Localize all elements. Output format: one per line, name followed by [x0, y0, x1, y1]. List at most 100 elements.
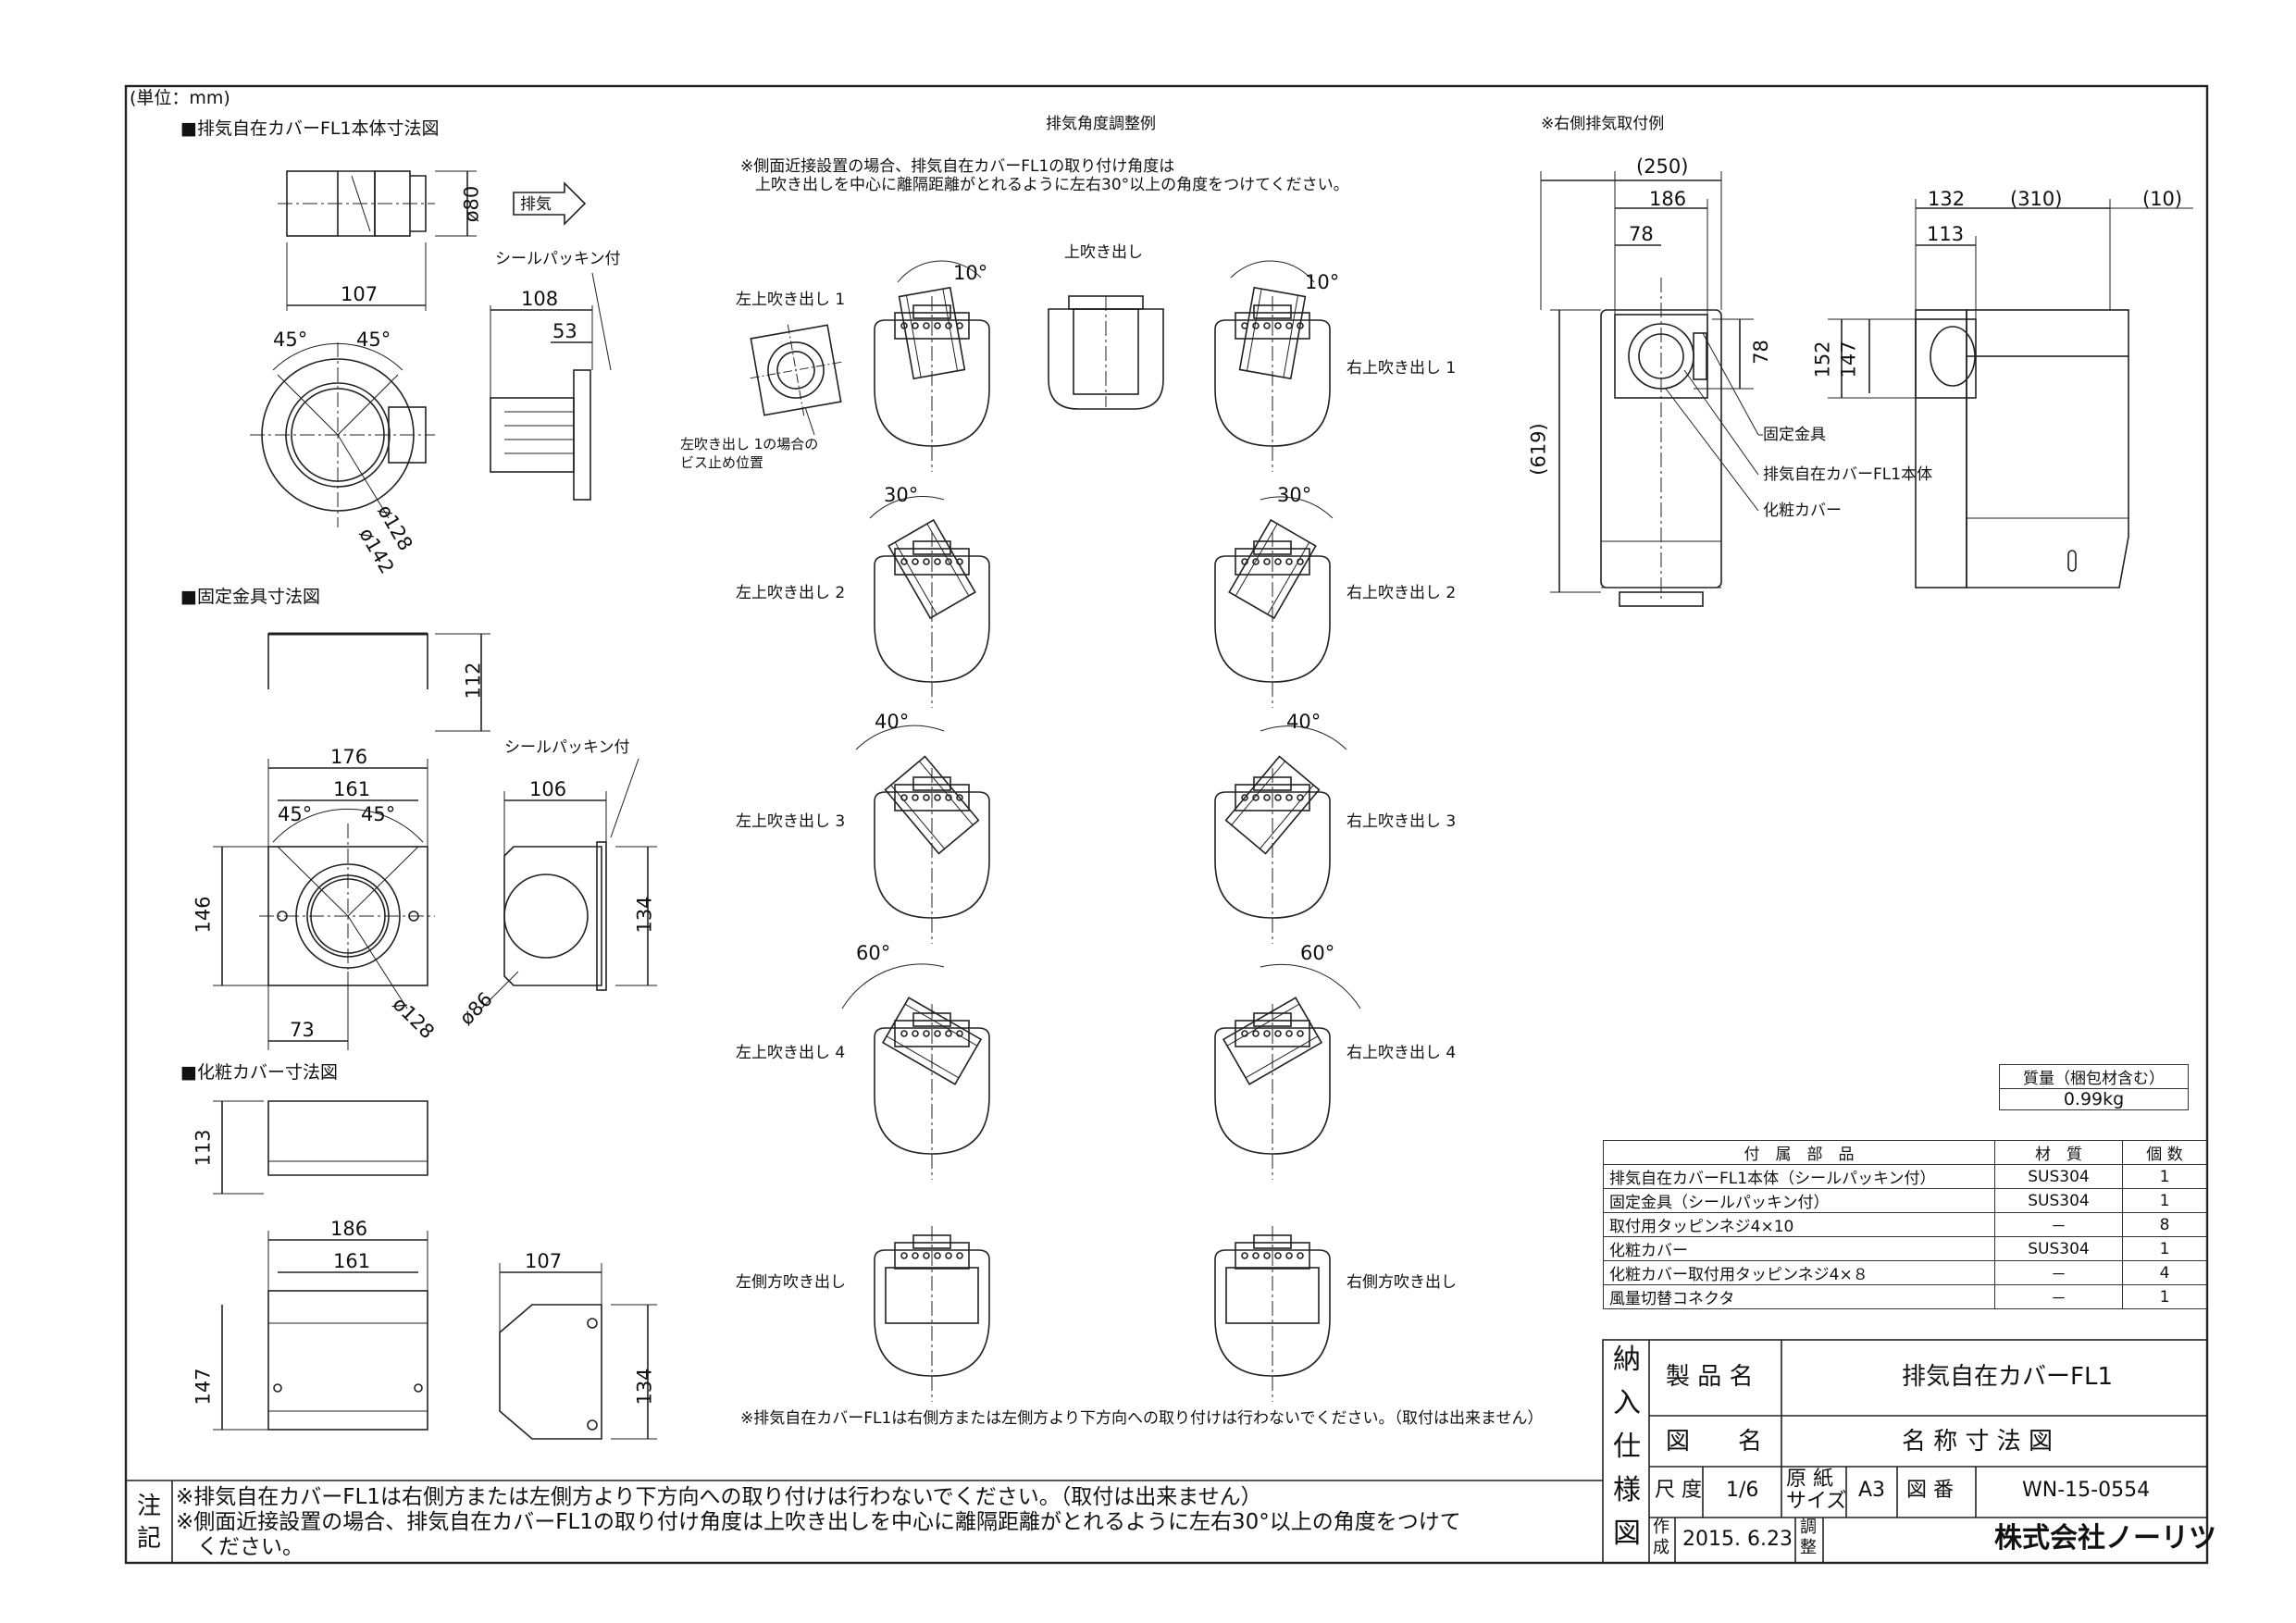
dim-186: 186 [330, 1218, 368, 1240]
label-cover: 化粧カバー [1763, 502, 1842, 520]
body-dim-title: ■排気自在カバーFL1本体寸法図 [180, 118, 440, 139]
dim-108: 108 [521, 288, 559, 310]
dim-53: 53 [552, 320, 577, 342]
seal-label-1: シールパッキン付 [495, 250, 621, 268]
title-block-frame [126, 1339, 2208, 1564]
table-row: 排気自在カバーFL1本体（シールパッキン付） SUS304 1 [1603, 1164, 2207, 1189]
cover-top-view [213, 1100, 428, 1195]
part-qty: 1 [2122, 1284, 2207, 1309]
part-material: SUS304 [1994, 1164, 2123, 1189]
notes-label-2: 記 [137, 1525, 162, 1553]
angle-30-left: 30° [884, 484, 919, 506]
angle-40-right: 40° [1286, 711, 1322, 733]
parts-header-qty: 個 数 [2122, 1140, 2207, 1165]
tb-drawing-value: 名 称 寸 法 図 [1902, 1428, 2054, 1456]
table-row: 化粧カバー取付用タッピンネジ4×８ － 4 [1603, 1260, 2207, 1285]
dim-147: 147 [192, 1368, 215, 1406]
adjust-left-4 [874, 997, 990, 1181]
part-material: SUS304 [1994, 1236, 2123, 1261]
note-line-1: ※排気自在カバーFL1は右側方または左側方より下方向への取り付けは行わないでくだ… [176, 1485, 1262, 1509]
label-left-1: 左上吹き出し 1 [736, 291, 846, 309]
part-qty: 1 [2122, 1188, 2207, 1213]
angle-10-left: 10° [953, 262, 988, 284]
dim-176: 176 [330, 746, 368, 768]
adjust-left-side [874, 1225, 990, 1403]
tb-adj-label-2: 整 [1800, 1538, 1817, 1557]
adjust-right-side [1214, 1225, 1331, 1403]
dim-161-c: 161 [333, 1250, 371, 1272]
body-top-view [278, 170, 587, 311]
tb-side-5: 図 [1613, 1518, 1641, 1550]
tb-side-4: 様 [1613, 1474, 1641, 1506]
exhaust-arrow-label: 排気 [520, 195, 552, 214]
part-material: － [1994, 1260, 2123, 1285]
mass-value: 0.99kg [1999, 1088, 2189, 1110]
angle-60-right: 60° [1300, 942, 1335, 964]
label-right-side: 右側方吹き出し [1347, 1273, 1457, 1292]
dim-10: (10) [2142, 188, 2183, 210]
adjust-bottom-note: ※排気自在カバーFL1は右側方または左側方より下方向への取り付けは行わないでくだ… [740, 1409, 1544, 1428]
parts-header-material: 材 質 [1994, 1140, 2123, 1165]
label-right-3: 右上吹き出し 3 [1347, 812, 1457, 831]
adjust-left-2 [874, 519, 990, 709]
part-material: SUS304 [1994, 1188, 2123, 1213]
screw-note-2: ビス止め位置 [680, 454, 764, 471]
angle-30-right: 30° [1277, 484, 1312, 506]
dim-186-r: 186 [1649, 188, 1687, 210]
adjust-title: 排気角度調整例 [1046, 115, 1156, 133]
part-material: － [1994, 1284, 2123, 1309]
tb-made-value: 2015. 6.23 [1682, 1528, 1793, 1551]
note-line-2: ※側面近接設置の場合、排気自在カバーFL1の取り付け角度は上吹き出しを中心に離隔… [176, 1510, 1461, 1534]
dim-310: (310) [2010, 188, 2063, 210]
table-row: 風量切替コネクタ － 1 [1603, 1284, 2207, 1309]
dim-113-r: 113 [1927, 223, 1965, 245]
label-left-side: 左側方吹き出し [736, 1273, 846, 1292]
part-qty: 1 [2122, 1164, 2207, 1189]
adjust-right-1 [1214, 287, 1331, 473]
dim-107: 107 [341, 283, 379, 305]
dim-132: 132 [1928, 188, 1966, 210]
angle-45-left-b: 45° [278, 803, 313, 825]
body-side-view [490, 272, 612, 501]
adjust-right-3 [1214, 755, 1331, 945]
label-left-3: 左上吹き出し 3 [736, 812, 846, 831]
tb-side-3: 仕 [1613, 1431, 1641, 1463]
table-row: 化粧カバー SUS304 1 [1603, 1236, 2207, 1261]
dim-107-c: 107 [525, 1250, 563, 1272]
part-name: 取付用タッピンネジ4×10 [1603, 1212, 1995, 1237]
dim-73: 73 [290, 1019, 315, 1041]
cover-front-view [213, 1231, 428, 1431]
dim-152: 152 [1811, 341, 1834, 378]
tb-paper-label-1: 原 紙 [1786, 1468, 1833, 1491]
bracket-top-view [267, 632, 490, 732]
adjust-left-1 [874, 287, 990, 473]
body-front-view [250, 342, 435, 527]
tb-product-value: 排気自在カバーFL1 [1902, 1363, 2113, 1391]
right-side-front-view [1540, 171, 1763, 607]
tb-adj-label-1: 調 [1800, 1518, 1817, 1537]
label-body: 排気自在カバーFL1本体 [1763, 465, 1933, 484]
right-side-title: ※右側排気取付例 [1541, 115, 1665, 133]
dim-d80: ø80 [460, 185, 483, 223]
table-row: 取付用タッピンネジ4×10 － 8 [1603, 1212, 2207, 1237]
dim-250: (250) [1636, 155, 1689, 178]
part-name: 排気自在カバーFL1本体（シールパッキン付） [1603, 1164, 1995, 1189]
dim-161: 161 [333, 778, 371, 800]
part-qty: 1 [2122, 1236, 2207, 1261]
label-right-2: 右上吹き出し 2 [1347, 584, 1457, 602]
bracket-side-view [480, 758, 657, 1010]
screw-position-diagram [750, 324, 842, 416]
adjust-left-3 [874, 755, 990, 945]
dim-78-v: 78 [1749, 340, 1772, 365]
tb-side-2: 入 [1613, 1387, 1641, 1419]
mass-box: 質量（梱包材含む） 0.99kg [1999, 1064, 2189, 1110]
tb-side-1: 納 [1613, 1344, 1641, 1376]
tb-made-label-1: 作 [1653, 1518, 1669, 1537]
tb-drawing-label: 図 名 [1666, 1428, 1763, 1456]
tb-paper-label-2: サイズ [1786, 1490, 1847, 1513]
angle-60-left: 60° [856, 942, 891, 964]
dim-619: (619) [1527, 423, 1550, 476]
part-name: 固定金具（シールパッキン付） [1603, 1188, 1995, 1213]
adjust-right-4 [1214, 997, 1331, 1181]
